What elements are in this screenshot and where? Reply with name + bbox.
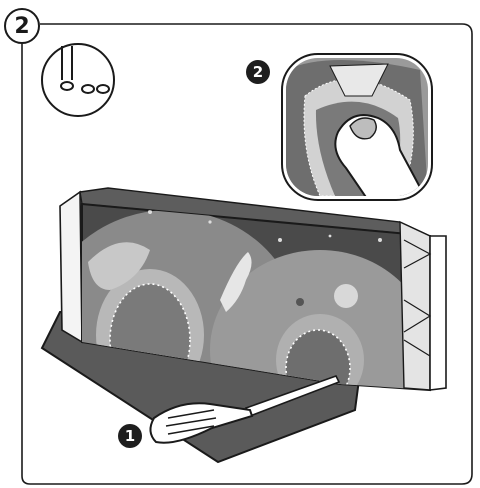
panel-border	[21, 23, 473, 485]
box-left-flap	[59, 190, 83, 344]
callout-2: 2	[246, 60, 270, 84]
screwdriver-icon	[149, 375, 341, 444]
screwdriver-slot-icon	[41, 43, 115, 117]
finger-press-icon	[334, 114, 428, 196]
callout-1: 1	[118, 424, 142, 448]
zoom-inset	[281, 53, 433, 201]
step-number-badge: 2	[4, 8, 40, 44]
box-right-side	[399, 220, 431, 391]
box-right-flap	[429, 235, 447, 391]
